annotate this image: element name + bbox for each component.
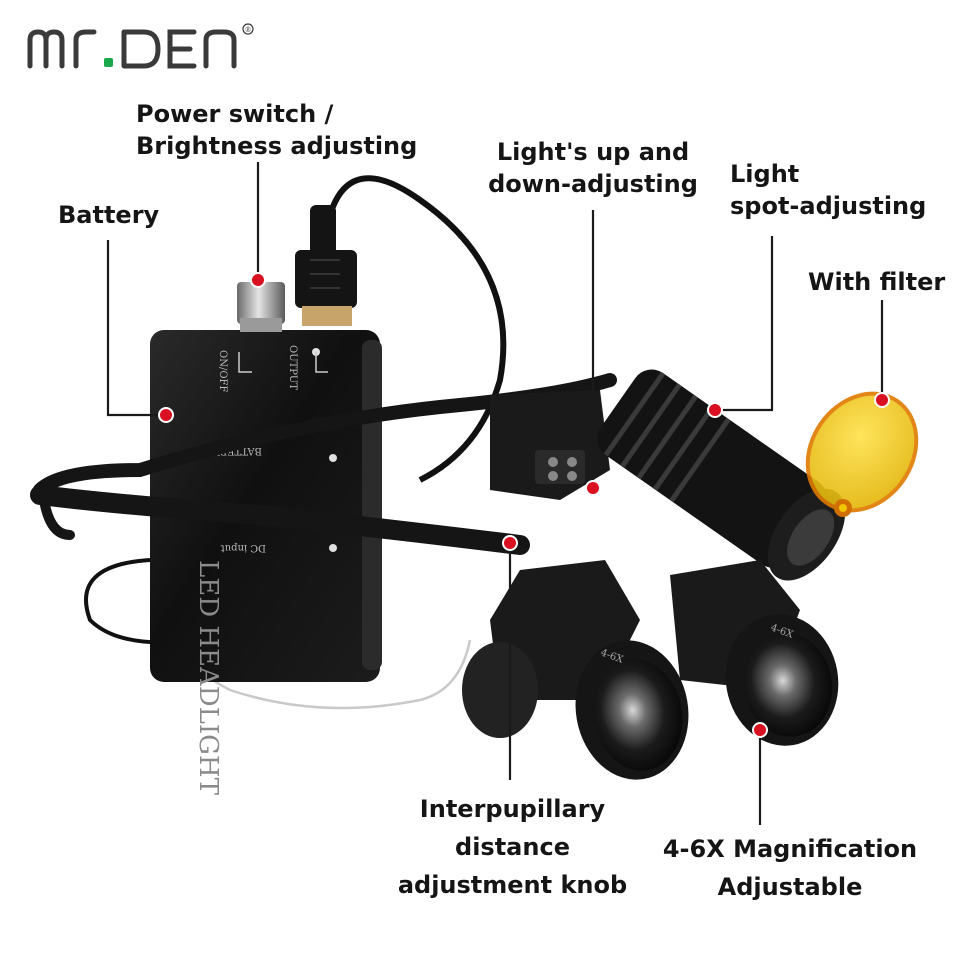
on-off-marking: ON/OFF: [217, 350, 228, 392]
label-light-spot-line1: Light: [730, 160, 800, 188]
svg-text:®: ®: [245, 26, 252, 34]
label-light-spot: Light spot-adjusting: [730, 158, 926, 222]
power-knob: [237, 282, 285, 332]
usb-plug: [295, 205, 357, 326]
headlight: [597, 369, 846, 581]
marker-magnification: [752, 722, 768, 738]
mr-den-logo: ®: [27, 23, 254, 69]
label-interpupillary-line1: Interpupillary: [419, 795, 606, 823]
leader-light-spot: [715, 236, 774, 412]
label-battery-text: Battery: [58, 201, 160, 229]
label-filter: With filter: [808, 266, 945, 298]
marker-light-up-down: [585, 480, 601, 496]
label-magnification: 4-6X Magnification Adjustable: [650, 830, 930, 906]
dc-input-marking: DC input: [221, 542, 266, 553]
battery-marking: BATTERY: [213, 445, 262, 456]
marker-battery: [158, 407, 174, 423]
label-interpupillary: Interpupillary distance adjustment knob: [385, 790, 640, 904]
marker-light-spot: [707, 402, 723, 418]
battery-box: LED HEADLIGHT ON/OFF OUTPUT BATTERY DC i…: [150, 330, 382, 796]
label-interpupillary-line2: distance: [455, 833, 570, 861]
marker-interpupillary: [502, 535, 518, 551]
label-light-spot-line2: spot-adjusting: [730, 192, 927, 220]
marker-power: [250, 272, 266, 288]
frame-temple: [30, 485, 530, 555]
yellow-filter: [805, 391, 919, 517]
led-headlight-text: LED HEADLIGHT: [193, 560, 223, 796]
label-power-switch-line2: Brightness adjusting: [136, 132, 418, 160]
output-marking: OUTPUT: [287, 345, 298, 390]
leader-battery: [106, 240, 165, 417]
label-magnification-line1: 4-6X Magnification: [662, 835, 918, 863]
lens-left: 4-6X: [575, 640, 689, 780]
label-light-up-down-line1: Light's up and: [496, 138, 690, 166]
brand-dot: [104, 58, 113, 67]
label-light-up-down-line2: down-adjusting: [488, 170, 698, 198]
label-power-switch: Power switch / Brightness adjusting: [136, 98, 417, 162]
label-light-up-down: Light's up and down-adjusting: [478, 136, 708, 200]
marker-filter: [874, 392, 890, 408]
brand-logo: ®: [24, 18, 274, 74]
label-battery: Battery: [58, 199, 159, 231]
label-power-switch-line1: Power switch /: [136, 100, 334, 128]
light-mount: [490, 390, 610, 500]
label-magnification-line2: Adjustable: [717, 873, 863, 901]
label-filter-text: With filter: [808, 268, 946, 296]
lens-right: 4-6X: [725, 614, 839, 746]
usb-cable: [327, 175, 507, 483]
label-interpupillary-line3: adjustment knob: [397, 871, 628, 899]
